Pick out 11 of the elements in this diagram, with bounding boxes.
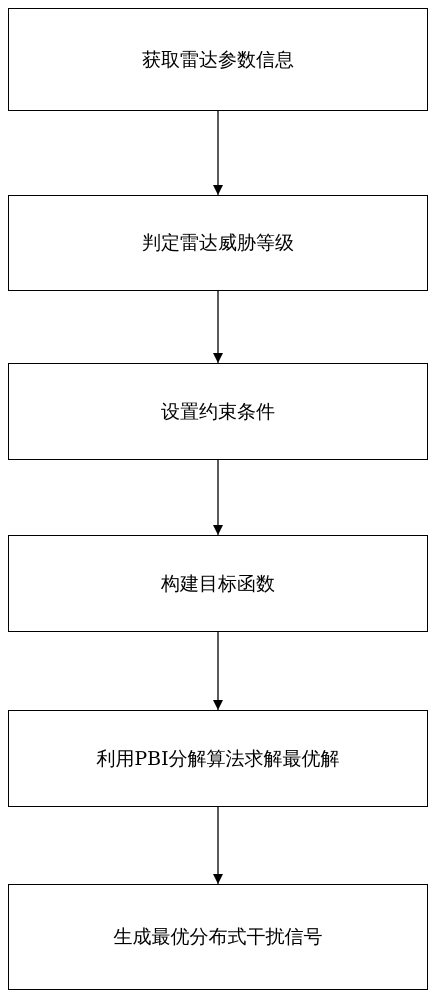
arrow xyxy=(213,111,223,195)
arrow xyxy=(213,632,223,710)
arrow xyxy=(213,291,223,363)
process-box: 生成最优分布式干扰信号 xyxy=(8,884,428,990)
process-box: 判定雷达威胁等级 xyxy=(8,195,428,291)
process-box: 构建目标函数 xyxy=(8,535,428,632)
process-box: 获取雷达参数信息 xyxy=(8,8,428,111)
arrow xyxy=(213,807,223,884)
arrow xyxy=(213,460,223,535)
process-box: 设置约束条件 xyxy=(8,363,428,460)
process-box: 利用PBI分解算法求解最优解 xyxy=(8,710,428,807)
